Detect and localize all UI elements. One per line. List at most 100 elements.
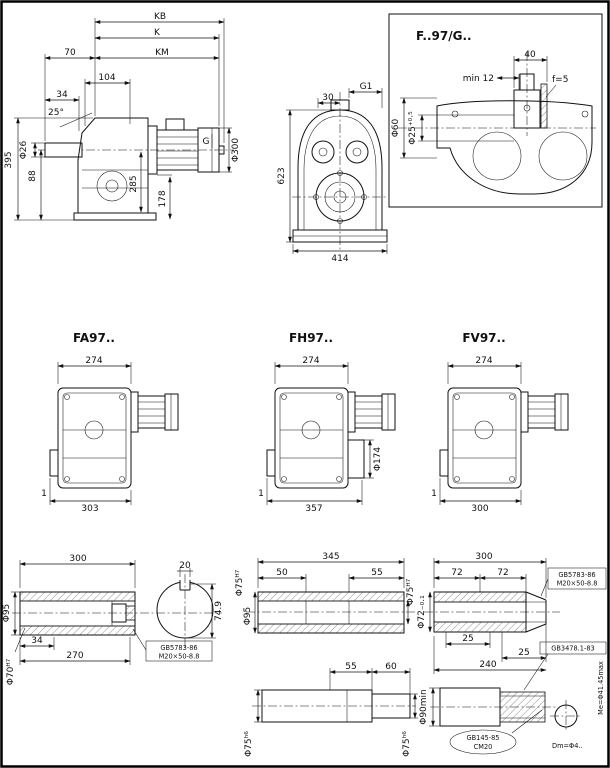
dim-shaftfv-25b: 25 (518, 648, 529, 658)
variant-fv97: FV97.. 274 300 1 (431, 331, 569, 514)
shaft-fv-dimensions: 300 72 72 Φ72₋₀.₁ GB5783-86 M20×50-8.8 2… (417, 552, 607, 755)
dim-phi26: Φ26 (19, 140, 29, 159)
dim-phi60: Φ60 (391, 118, 401, 137)
detail-box: F..97/G.. 40 min 12 f=5 Φ60 Φ25⁺⁰·⁵ (388, 13, 603, 208)
dim-shaftfh-50: 50 (276, 568, 288, 578)
dim-fa-303: 303 (81, 504, 98, 514)
variant-fa97: FA97.. 274 303 1 (41, 331, 179, 514)
dim-k: K (154, 28, 161, 38)
variant-fv-dimensions: 274 300 1 (431, 356, 522, 514)
callout-fa-bolt-line2: M20×50-8.8 (159, 653, 200, 661)
detail-box-title: F..97/G.. (416, 29, 472, 43)
variant-fh-title: FH97.. (289, 331, 333, 345)
dim-285: 285 (129, 175, 139, 192)
detail-box-linework (398, 52, 596, 195)
dim-34: 34 (56, 90, 68, 100)
variant-fh97: FH97.. 274 Φ174 357 1 (258, 331, 396, 514)
shaft-fa-dimensions: 300 Φ95 Φ70ᴴ⁷ 34 270 20 74.9 GB5783-86 M… (2, 554, 224, 685)
variant-fh-linework (266, 387, 396, 489)
dim-shaftfv-240: 240 (479, 660, 496, 670)
dim-shaftfh-345: 345 (322, 552, 339, 562)
dim-fa-274: 274 (85, 356, 102, 366)
dim-fh-phi174: Φ174 (373, 447, 383, 472)
shaft-fv-linework (424, 591, 582, 732)
dim-30: 30 (322, 93, 334, 103)
dim-shaftfa-300: 300 (69, 554, 86, 564)
dim-fv-274: 274 (475, 356, 492, 366)
shaft-fh-linework (246, 591, 418, 723)
dim-623: 623 (277, 167, 287, 184)
dim-414: 414 (331, 254, 348, 264)
dim-phi300: Φ300 (231, 138, 241, 163)
dim-shaftfa-34: 34 (31, 636, 43, 646)
shaft-fa-linework (12, 574, 222, 648)
dim-shaftfh-phi75h6-right: Φ75ʰ⁶ (402, 731, 412, 757)
dim-fa-1: 1 (41, 489, 47, 499)
dim-shaftfh-phi75-left: Φ75ᴴ⁷ (235, 569, 245, 596)
dim-shaftfv-72a: 72 (451, 568, 462, 578)
dim-shaftfa-749: 74.9 (214, 601, 224, 621)
dim-shaftfh-60: 60 (385, 662, 397, 672)
dim-shaftfa-phi95: Φ95 (2, 604, 12, 623)
dim-fh-1: 1 (258, 489, 264, 499)
shaft-detail-fa: 300 Φ95 Φ70ᴴ⁷ 34 270 20 74.9 GB5783-86 M… (2, 554, 224, 685)
callout-fv-bolt-line1: GB5783-86 (558, 571, 595, 579)
dim-shaftfa-phi70: Φ70ᴴ⁷ (6, 658, 16, 685)
dim-shaftfh-55b: 55 (345, 662, 356, 672)
dim-angle: 25° (48, 108, 64, 118)
dim-shaftfh-phi95: Φ95 (243, 607, 253, 626)
dim-70: 70 (64, 48, 76, 58)
callout-fv-bolt-line2: M20×50-8.8 (557, 580, 598, 588)
variant-fa-dimensions: 274 303 1 (41, 356, 132, 514)
variant-fv-title: FV97.. (462, 331, 505, 345)
shaft-detail-fh: 345 50 55 Φ75ᴴ⁷ Φ95 Φ75ᴴ⁷ 55 60 Φ75ʰ⁶ Φ7… (235, 552, 418, 757)
variant-fa-title: FA97.. (73, 331, 115, 345)
dim-shaftfh-phi75-right: Φ75ᴴ⁷ (406, 578, 416, 605)
front-view-dimensions: G1 30 623 414 (277, 82, 388, 264)
side-view-dimensions: KB K 70 KM 104 34 25° 395 88 Φ26 285 178… (4, 12, 241, 221)
dim-fv-1: 1 (431, 489, 437, 499)
variant-fa-linework (49, 387, 179, 489)
dim-shaftfv-phi72: Φ72₋₀.₁ (417, 595, 427, 629)
dim-shaftfv-300: 300 (475, 552, 492, 562)
dim-shaftfh-55: 55 (371, 568, 382, 578)
dim-shaftfv-dm: Dm=Φ4.. (552, 742, 583, 750)
dim-g: G (203, 137, 210, 147)
front-view-linework (292, 92, 388, 252)
dim-phi25: Φ25⁺⁰·⁵ (408, 111, 418, 145)
shaft-detail-fv: 300 72 72 Φ72₋₀.₁ GB5783-86 M20×50-8.8 2… (417, 552, 607, 755)
dim-kb: KB (154, 12, 166, 22)
dim-fv-300: 300 (471, 504, 488, 514)
variant-fh-dimensions: 274 Φ174 357 1 (258, 356, 383, 514)
dim-f5: f=5 (552, 75, 568, 85)
dim-shaftfv-72b: 72 (497, 568, 508, 578)
callout-fv-center-line2: CM20 (474, 743, 493, 751)
detail-box-frame (388, 13, 603, 208)
dim-40: 40 (524, 50, 536, 60)
dim-min12: min 12 (463, 74, 494, 84)
dim-shaftfa-270: 270 (66, 651, 83, 661)
shaft-fh-dimensions: 345 50 55 Φ75ᴴ⁷ Φ95 Φ75ᴴ⁷ 55 60 Φ75ʰ⁶ Φ7… (235, 552, 418, 757)
dim-395: 395 (4, 151, 14, 168)
dim-fh-274: 274 (302, 356, 319, 366)
detail-box-dimensions: 40 min 12 f=5 Φ60 Φ25⁺⁰·⁵ (391, 50, 568, 159)
dim-shaftfv-me: Me=Φ41.45max (597, 661, 605, 715)
dim-shaftfa-20: 20 (179, 561, 191, 571)
callout-fa-bolt-line1: GB5783-86 (160, 644, 197, 652)
dim-shaftfh-phi75h6-left: Φ75ʰ⁶ (244, 731, 254, 757)
callout-fv-spline: GB3478.1-83 (551, 645, 594, 653)
dim-178: 178 (158, 190, 168, 207)
dim-shaftfv-25a: 25 (462, 634, 473, 644)
dim-104: 104 (98, 73, 115, 83)
dim-km: KM (155, 48, 169, 58)
side-view: KB K 70 KM 104 34 25° 395 88 Φ26 285 178… (4, 12, 241, 221)
dim-88: 88 (28, 170, 38, 182)
callout-fv-center-line1: GB145-85 (467, 734, 500, 742)
dim-shaftfv-phi90: Φ90min (419, 689, 429, 725)
dim-g1: G1 (360, 82, 373, 92)
variant-fv-linework (439, 387, 569, 489)
dim-fh-357: 357 (305, 504, 322, 514)
